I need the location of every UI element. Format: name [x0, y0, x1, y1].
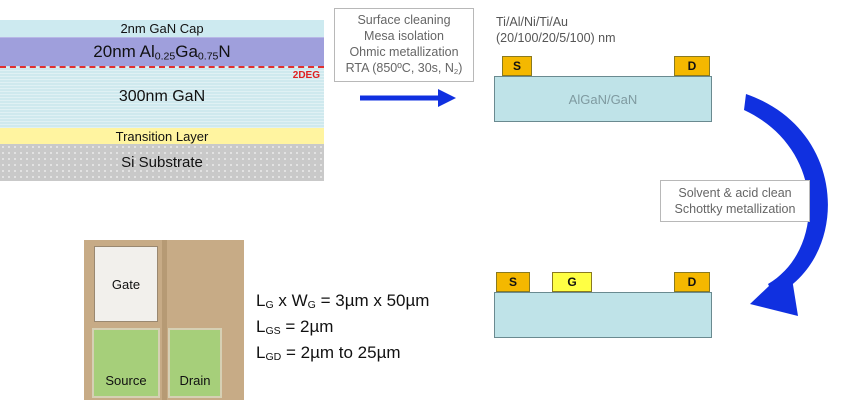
2deg-label: 2DEG: [293, 70, 320, 81]
transition-label: Transition Layer: [116, 129, 209, 144]
2deg-dashed-line: [0, 66, 324, 68]
dim-lgd: LGD = 2µm to 25µm: [256, 342, 429, 368]
device-1-source-pad: S: [502, 56, 532, 76]
micrograph-gate-finger: [162, 240, 167, 400]
metal-stack-line-2: (20/100/20/5/100) nm: [496, 30, 616, 46]
algan-label: 20nm Al0.25Ga0.75N: [93, 42, 230, 63]
device-1-body: AlGaN/GaN: [494, 76, 712, 122]
device-dimensions: LG x WG = 3µm x 50µm LGS = 2µm LGD = 2µm…: [256, 290, 429, 368]
gan-cap-layer: 2nm GaN Cap: [0, 20, 324, 37]
si-substrate-layer: Si Substrate: [0, 144, 324, 181]
device-1-drain-pad: D: [674, 56, 710, 76]
device-2-gate-pad: G: [552, 272, 592, 292]
right-arrow-icon: [358, 86, 458, 110]
process-step-1-box: Surface cleaning Mesa isolation Ohmic me…: [334, 8, 474, 82]
dim-lgs: LGS = 2µm: [256, 316, 429, 342]
transition-layer: Transition Layer: [0, 128, 324, 144]
source-pad-photo: Source: [92, 328, 160, 398]
step1-line-1: Surface cleaning: [335, 12, 473, 28]
device-1-body-label: AlGaN/GaN: [569, 92, 638, 107]
substrate-label: Si Substrate: [121, 154, 203, 171]
step1-line-3: Ohmic metallization: [335, 44, 473, 60]
step2-line-2: Schottky metallization: [661, 201, 809, 217]
process-step-2-box: Solvent & acid clean Schottky metallizat…: [660, 180, 810, 222]
metal-stack-line-1: Ti/Al/Ni/Ti/Au: [496, 14, 616, 30]
algan-barrier-layer: 20nm Al0.25Ga0.75N: [0, 37, 324, 66]
gan-buffer-layer: 300nm GaN: [0, 66, 324, 128]
device-2-source-pad: S: [496, 272, 530, 292]
gan-label: 300nm GaN: [119, 88, 205, 106]
device-2-drain-pad: D: [674, 272, 710, 292]
dim-lg-wg: LG x WG = 3µm x 50µm: [256, 290, 429, 316]
drain-pad-photo: Drain: [168, 328, 222, 398]
step2-line-1: Solvent & acid clean: [661, 185, 809, 201]
device-2-body: [494, 292, 712, 338]
gate-pad-photo: Gate: [94, 246, 158, 322]
ohmic-metal-stack-label: Ti/Al/Ni/Ti/Au (20/100/20/5/100) nm: [496, 14, 616, 46]
gan-cap-label: 2nm GaN Cap: [120, 21, 203, 36]
device-micrograph: Gate Source Drain: [84, 240, 244, 400]
step1-line-2: Mesa isolation: [335, 28, 473, 44]
step1-line-4: RTA (850ºC, 30s, N2): [335, 60, 473, 80]
